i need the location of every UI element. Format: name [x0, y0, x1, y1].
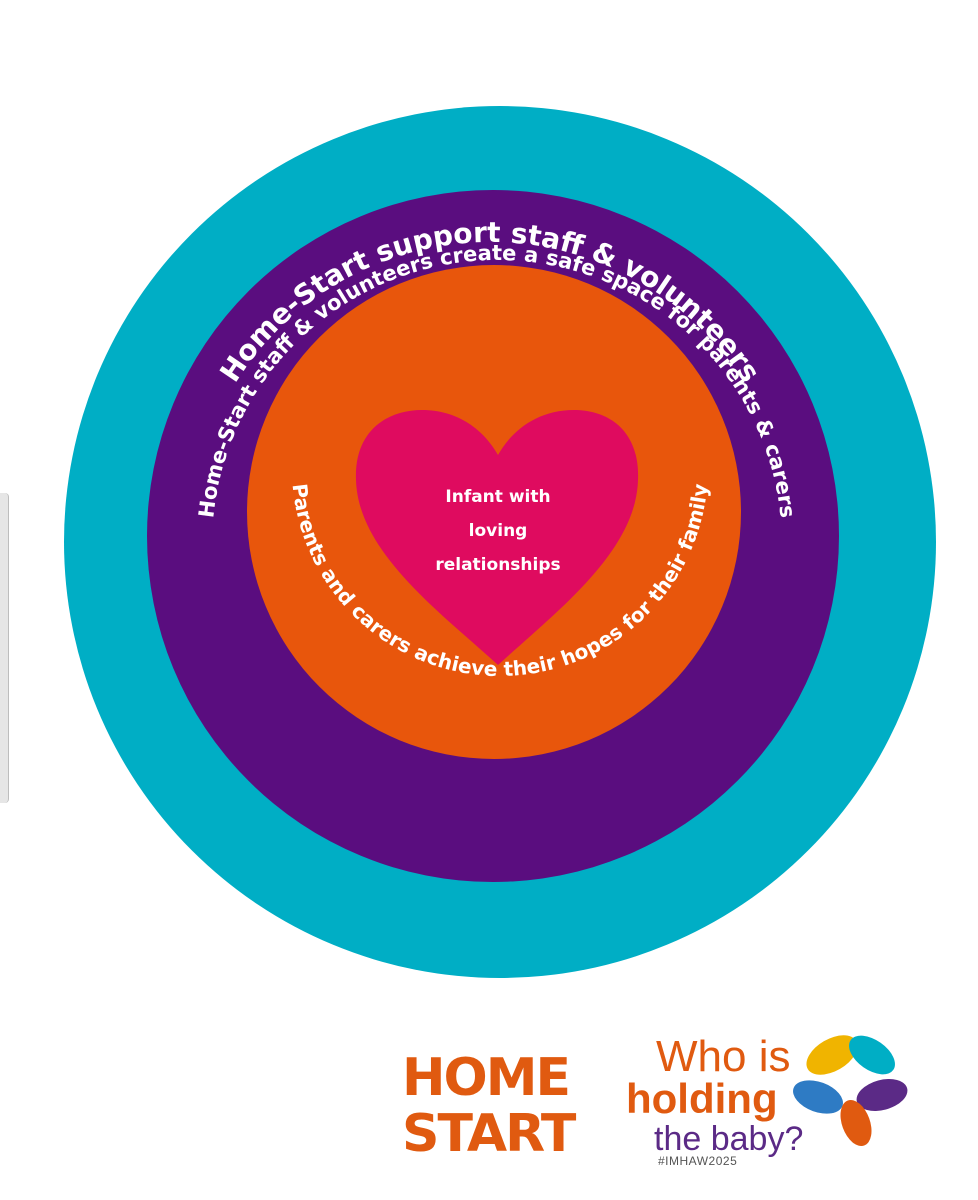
- campaign-hashtag: #IMHAW2025: [658, 1154, 738, 1168]
- heart-label-line-1: Infant with: [445, 487, 550, 507]
- campaign-line-2: holding: [626, 1075, 778, 1122]
- heart-icon: [355, 410, 639, 665]
- hand-shape: [793, 1080, 843, 1114]
- home-start-logo: HOME START: [402, 1052, 582, 1170]
- hand-shape: [849, 1035, 895, 1075]
- heart-label-line-3: relationships: [435, 555, 560, 575]
- home-start-logo-line-1: HOME: [402, 1048, 571, 1108]
- hands-icon: [793, 1035, 908, 1147]
- campaign-line-1: Who is: [656, 1032, 791, 1081]
- hand-shape: [806, 1035, 858, 1075]
- campaign-logo: Who is holding the baby? #IMHAW2025: [618, 1034, 938, 1174]
- heart-label-line-2: loving: [469, 521, 528, 541]
- home-start-logo-line-2: START: [402, 1104, 576, 1164]
- baby-head: [841, 1072, 859, 1090]
- campaign-line-3: the baby?: [654, 1120, 804, 1158]
- hand-shape: [840, 1099, 872, 1147]
- side-scroll-tab[interactable]: [0, 493, 9, 803]
- hand-shape: [856, 1079, 908, 1111]
